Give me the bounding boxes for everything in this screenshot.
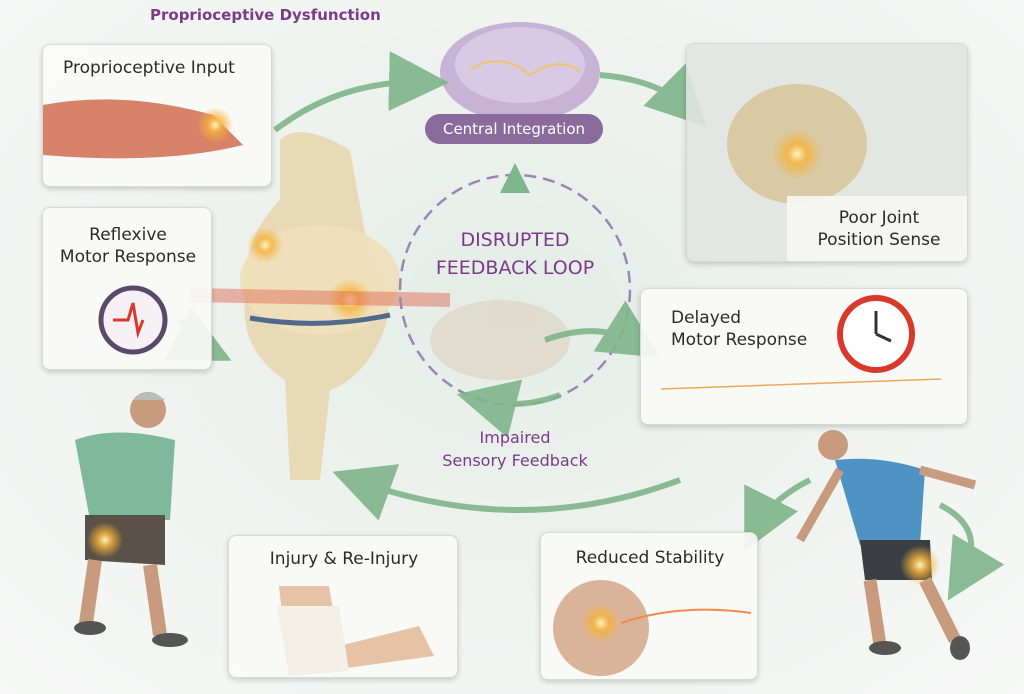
- panel-title: Proprioceptive Input: [63, 58, 235, 78]
- title-line2: Motor Response: [671, 330, 808, 350]
- title-line1: Reflexive: [89, 225, 167, 245]
- central-integration-label: Central Integration: [425, 114, 603, 144]
- ankle-joint-illustration: [553, 580, 752, 676]
- center-title-line1: DISRUPTED: [460, 229, 570, 251]
- bandaged-ankle-illustration: [277, 586, 434, 676]
- muscle-illustration: [43, 99, 243, 159]
- title-line1: Delayed: [671, 308, 742, 328]
- older-man-figure: [74, 392, 188, 647]
- knee-illustration: [189, 132, 570, 480]
- panel-title: Injury & Re-Injury: [269, 549, 419, 569]
- impaired-sensory-feedback-label: Impaired Sensory Feedback: [420, 426, 610, 472]
- clock-icon: [660, 295, 942, 390]
- younger-man-figure: [796, 430, 977, 660]
- panel-reduced-stability: Reduced Stability: [540, 532, 758, 680]
- brain-illustration: [440, 22, 600, 122]
- center-title-line2: FEEDBACK LOOP: [435, 257, 595, 279]
- title-line2: Position Sense: [817, 230, 941, 250]
- panel-injury-reinjury: Injury & Re-Injury: [228, 535, 458, 678]
- page-title: Proprioceptive Dysfunction: [150, 6, 381, 24]
- disrupted-feedback-loop-title: DISRUPTED FEEDBACK LOOP: [420, 226, 610, 282]
- impaired-line1: Impaired: [479, 428, 551, 447]
- title-line2: Motor Response: [59, 247, 197, 267]
- panel-title: Reduced Stability: [575, 548, 725, 568]
- panel-proprioceptive-input: Proprioceptive Input: [42, 44, 272, 187]
- title-line1: Poor Joint: [838, 208, 920, 228]
- impaired-line2: Sensory Feedback: [442, 451, 588, 470]
- joint-illustration: [727, 84, 867, 204]
- timer-icon: [98, 285, 168, 355]
